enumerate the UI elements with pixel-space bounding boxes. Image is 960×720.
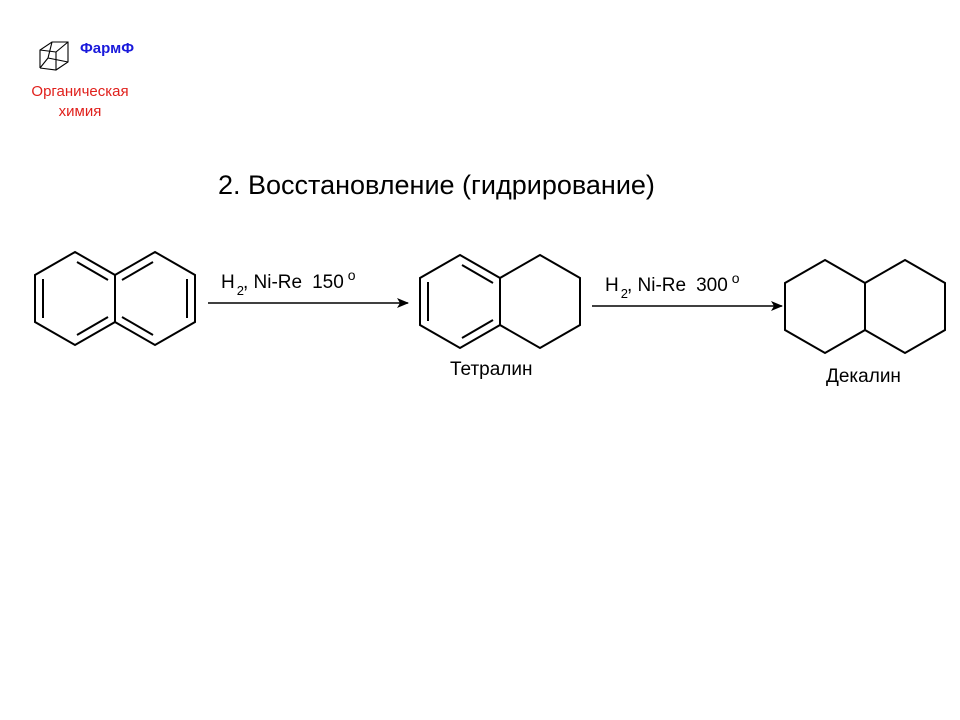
logo-subject: Органическая химия bbox=[31, 83, 129, 120]
catalyst-text: , Ni-Re bbox=[626, 275, 687, 296]
decalin-label: Декалин bbox=[826, 366, 901, 387]
hydrogen-subscript: 2 bbox=[620, 286, 628, 301]
hydrogen-symbol: H bbox=[605, 275, 619, 296]
hydrogen-subscript: 2 bbox=[236, 283, 244, 298]
decalin-structure bbox=[784, 258, 946, 355]
naphthalene-structure bbox=[34, 250, 196, 347]
slide-title: 2. Восстановление (гидрирование) bbox=[218, 170, 655, 200]
hydrogen-symbol: H bbox=[221, 272, 235, 293]
tetralin-label: Тетралин bbox=[450, 359, 533, 380]
temperature-value: 300 bbox=[696, 275, 728, 296]
degree-symbol: o bbox=[347, 267, 356, 283]
temperature-value: 150 bbox=[312, 272, 344, 293]
logo-brand: ФармФ bbox=[80, 40, 135, 57]
tetralin-structure bbox=[419, 253, 581, 350]
catalyst-text: , Ni-Re bbox=[242, 272, 303, 293]
adamantane-icon bbox=[39, 41, 69, 71]
degree-symbol: o bbox=[731, 270, 740, 286]
